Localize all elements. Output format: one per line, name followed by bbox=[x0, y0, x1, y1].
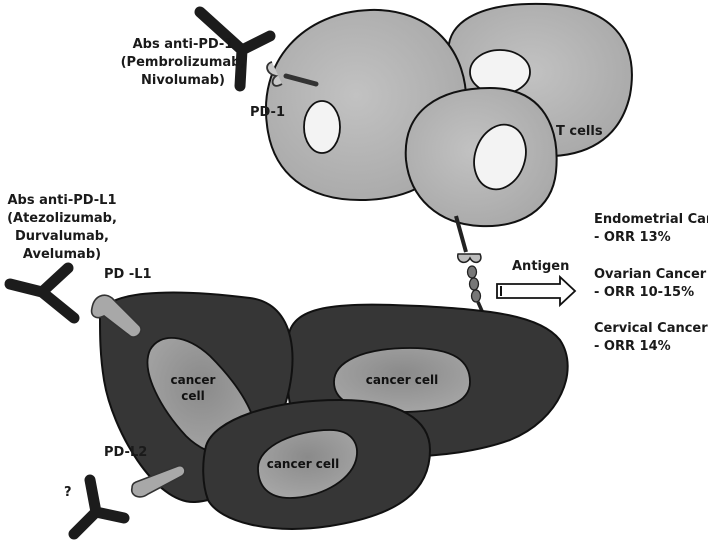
pdl2-label: PD-L2 bbox=[104, 445, 148, 460]
antigen-arrow bbox=[496, 274, 577, 308]
cervical-cancer-orr: - ORR 14% bbox=[594, 339, 671, 354]
antigen-bead-2 bbox=[468, 277, 480, 291]
response-ovarian: Ovarian Cancer - ORR 10-15% bbox=[594, 266, 706, 302]
anti-pdl1-drug-3: Avelumab) bbox=[22, 247, 102, 262]
anti-pdl1-drug-2: Durvalumab, bbox=[15, 229, 109, 244]
unknown-antibody-label: ? bbox=[64, 485, 72, 500]
pd1-receptor bbox=[266, 61, 319, 87]
cervical-cancer-name: Cervical Cancer bbox=[594, 321, 708, 336]
cancer-cell-left-line1: cancer bbox=[170, 373, 216, 387]
response-cervical: Cervical Cancer - ORR 14% bbox=[594, 320, 708, 356]
cancer-cell-bottom-label: cancer cell bbox=[266, 457, 340, 471]
endometrial-cancer-orr: - ORR 13% bbox=[594, 230, 671, 245]
cancer-cell-left-label: cancer cell bbox=[158, 372, 228, 404]
antigen-bead-1 bbox=[466, 265, 478, 279]
antigen-label: Antigen bbox=[512, 259, 570, 274]
anti-pd1-drug-2: Nivolumab) bbox=[140, 73, 226, 88]
pdl2-receptor bbox=[130, 464, 186, 498]
unknown-antibody bbox=[68, 474, 130, 540]
cancer-cell-left-line2: cell bbox=[181, 389, 205, 403]
endometrial-cancer-name: Endometrial Cancer bbox=[594, 212, 708, 227]
anti-pdl1-label: Abs anti-PD-L1 (Atezolizumab, Durvalumab… bbox=[2, 192, 122, 264]
pd1-label: PD-1 bbox=[250, 105, 286, 120]
t-cell-front bbox=[404, 86, 558, 228]
tcr-antigen-connector bbox=[454, 215, 488, 321]
anti-pd1-antibody bbox=[194, 6, 276, 92]
pdl1-receptor bbox=[90, 294, 142, 338]
anti-pdl1-antibody bbox=[4, 262, 80, 324]
antigen-bead-3 bbox=[470, 289, 482, 303]
ovarian-cancer-name: Ovarian Cancer bbox=[594, 267, 707, 282]
anti-pd1-label: Abs anti-PD-1 (Pembrolizumab, Nivolumab) bbox=[118, 36, 248, 90]
anti-pd1-drug-1: (Pembrolizumab, bbox=[120, 55, 246, 70]
ovarian-cancer-orr: - ORR 10-15% bbox=[594, 285, 695, 300]
cancer-cell-right-label: cancer cell bbox=[365, 373, 439, 387]
cancer-cell-bottom bbox=[202, 398, 432, 530]
anti-pdl1-title: Abs anti-PD-L1 bbox=[7, 193, 117, 208]
pdl1-label: PD -L1 bbox=[104, 267, 152, 282]
t-cell-left-nucleus bbox=[303, 100, 341, 154]
t-cell-front-nucleus bbox=[473, 123, 527, 191]
anti-pdl1-drug-1: (Atezolizumab, bbox=[7, 211, 117, 226]
anti-pd1-title: Abs anti-PD-1 bbox=[132, 37, 234, 52]
t-cells-label: T cells bbox=[556, 124, 603, 139]
t-cell-group bbox=[265, 2, 633, 228]
response-endometrial: Endometrial Cancer - ORR 13% bbox=[594, 211, 708, 247]
